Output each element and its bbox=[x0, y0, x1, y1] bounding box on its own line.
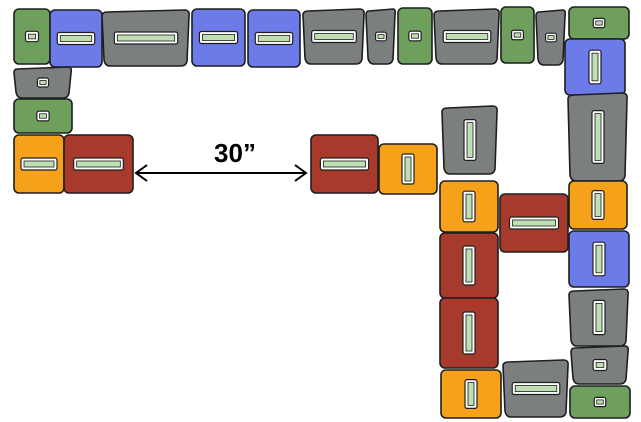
tile-slot-insert bbox=[467, 382, 475, 406]
tile-slot-insert bbox=[39, 80, 47, 85]
tile-gray bbox=[502, 359, 569, 418]
tile-group bbox=[13, 6, 631, 419]
tile-gray bbox=[302, 8, 365, 65]
tile-slot-insert bbox=[322, 160, 367, 168]
tile-slot-insert bbox=[116, 34, 176, 42]
tile-gray bbox=[535, 9, 567, 66]
tile-green bbox=[569, 385, 631, 419]
tile-blue bbox=[568, 230, 630, 288]
tile-slot-insert bbox=[76, 160, 121, 168]
tile-red bbox=[63, 134, 134, 194]
dimension-arrowhead-right bbox=[294, 164, 308, 182]
tile-slot-insert bbox=[411, 33, 419, 39]
tile-slot-insert bbox=[596, 399, 604, 405]
tile-slot-insert bbox=[513, 32, 522, 38]
tile-blue bbox=[49, 9, 103, 68]
tile-gray bbox=[568, 288, 629, 347]
tile-gray bbox=[433, 8, 500, 65]
tile-slot-insert bbox=[23, 160, 55, 168]
tile-green bbox=[397, 7, 433, 65]
tile-green bbox=[568, 6, 630, 40]
tile-red bbox=[499, 193, 569, 253]
tile-slot-insert bbox=[465, 193, 473, 220]
dimension-arrowhead-left bbox=[134, 164, 148, 182]
tile-red bbox=[439, 232, 499, 299]
tile-blue bbox=[247, 9, 301, 68]
tile-slot-insert bbox=[512, 219, 556, 227]
tile-slot-insert bbox=[27, 33, 37, 40]
tile-slot-insert bbox=[595, 244, 603, 274]
dimension-label: 30” bbox=[214, 138, 256, 168]
tile-slot-insert bbox=[594, 193, 602, 217]
tile-slot-insert bbox=[514, 385, 558, 392]
tile-slot-insert bbox=[595, 302, 603, 332]
tile-red bbox=[310, 134, 379, 194]
tile-slot-insert bbox=[404, 156, 412, 182]
tile-red bbox=[439, 297, 499, 369]
tile-slot-insert bbox=[595, 362, 605, 368]
tile-gray bbox=[567, 92, 628, 182]
tile-slot-insert bbox=[377, 34, 385, 39]
tile-slot-insert bbox=[59, 35, 93, 42]
tile-green bbox=[13, 8, 51, 65]
tile-gray bbox=[101, 9, 190, 67]
dimension-indicator: 30” bbox=[134, 138, 308, 182]
tile-blue bbox=[564, 38, 626, 96]
tile-orange bbox=[439, 180, 499, 233]
tile-slot-insert bbox=[547, 35, 555, 40]
tile-slot-insert bbox=[39, 113, 47, 119]
tile-slot-insert bbox=[465, 248, 473, 283]
tile-green bbox=[13, 98, 73, 134]
tile-orange bbox=[13, 134, 65, 194]
tile-slot-insert bbox=[466, 122, 474, 158]
tile-blue bbox=[191, 8, 246, 67]
tile-gray bbox=[570, 345, 629, 385]
tile-slot-insert bbox=[202, 34, 235, 41]
tile-slot-insert bbox=[257, 35, 291, 42]
tile-slot-insert bbox=[465, 314, 473, 352]
tile-orange bbox=[440, 369, 502, 419]
tile-slot-insert bbox=[594, 113, 602, 161]
tile-gray bbox=[13, 66, 73, 99]
tile-orange bbox=[568, 180, 628, 230]
tile-slot-insert bbox=[591, 52, 599, 82]
tile-gray bbox=[365, 8, 397, 65]
tile-slot-insert bbox=[314, 33, 354, 40]
tile-slot-insert bbox=[595, 20, 603, 26]
tile-orange bbox=[378, 143, 438, 195]
tile-slot-insert bbox=[445, 33, 489, 40]
tile-gray bbox=[441, 105, 498, 175]
tile-green bbox=[500, 6, 535, 64]
